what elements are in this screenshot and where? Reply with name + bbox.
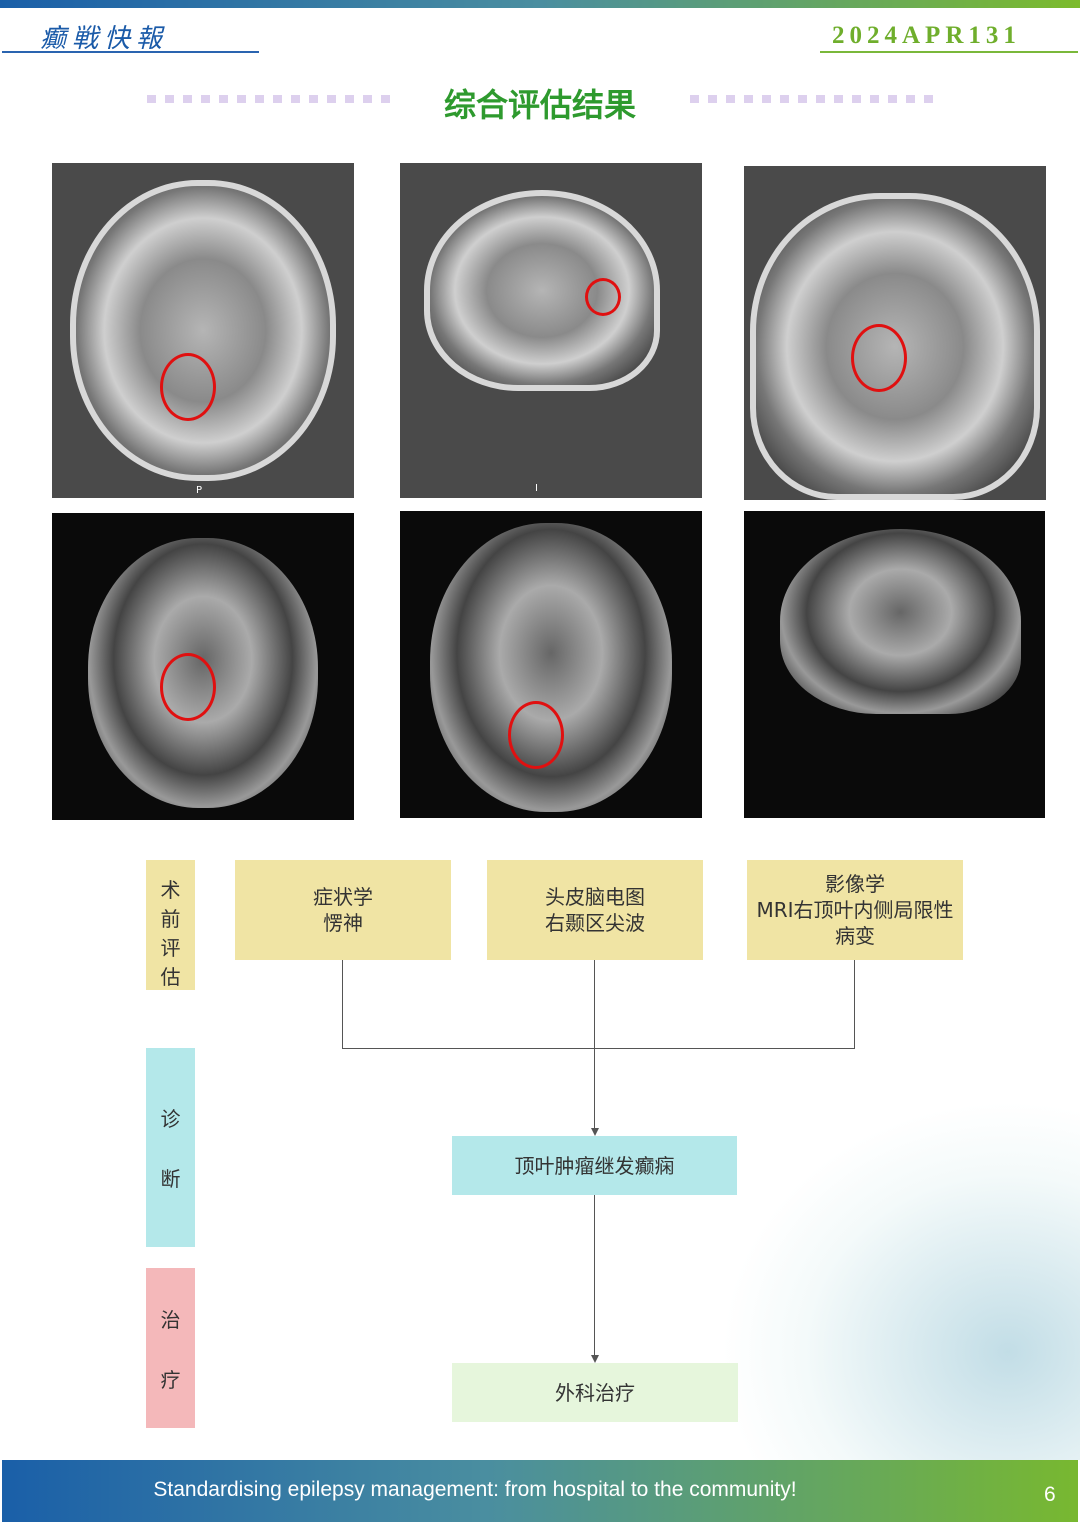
- stage-treatment: 治疗: [146, 1268, 195, 1428]
- mri-axial-t1: P: [52, 163, 354, 498]
- stage-pre-op-assessment: 术前评估: [146, 860, 195, 990]
- mri-coronal-t1: [744, 166, 1046, 500]
- eeg-box: 头皮脑电图右颞区尖波: [487, 860, 703, 960]
- decorative-background: [720, 1100, 1080, 1460]
- connector: [342, 1048, 855, 1049]
- title-decoration-left: [147, 95, 392, 103]
- stage-diagnosis: 诊断: [146, 1048, 195, 1247]
- mri-sagittal-t1: I: [400, 163, 702, 498]
- footer-bar: [2, 1460, 1078, 1522]
- title-decoration-right: [690, 95, 935, 103]
- symptom-box: 症状学愣神: [235, 860, 451, 960]
- connector: [854, 960, 855, 1048]
- mri-coronal-t2: [52, 513, 354, 820]
- connector: [342, 960, 343, 1048]
- page-title: 综合评估结果: [443, 86, 636, 124]
- page-number: 6: [1044, 1483, 1056, 1506]
- issue-number: 2024APR131: [832, 22, 1021, 49]
- footer-slogan: Standardising epilepsy management: from …: [153, 1478, 797, 1501]
- connector: [594, 1195, 595, 1357]
- mri-axial-flair: [400, 511, 702, 818]
- treatment-box: 外科治疗: [452, 1363, 738, 1422]
- arrow-head: [591, 1128, 599, 1136]
- divider: [2, 51, 259, 53]
- brand-logo: 癫戦快報: [40, 24, 169, 54]
- diagnosis-box: 顶叶肿瘤继发癫痫: [452, 1136, 737, 1195]
- arrow-head: [591, 1355, 599, 1363]
- mri-sagittal-flair: [744, 511, 1045, 818]
- divider: [820, 51, 1078, 53]
- top-gradient-bar: [0, 0, 1080, 8]
- connector: [594, 960, 595, 1130]
